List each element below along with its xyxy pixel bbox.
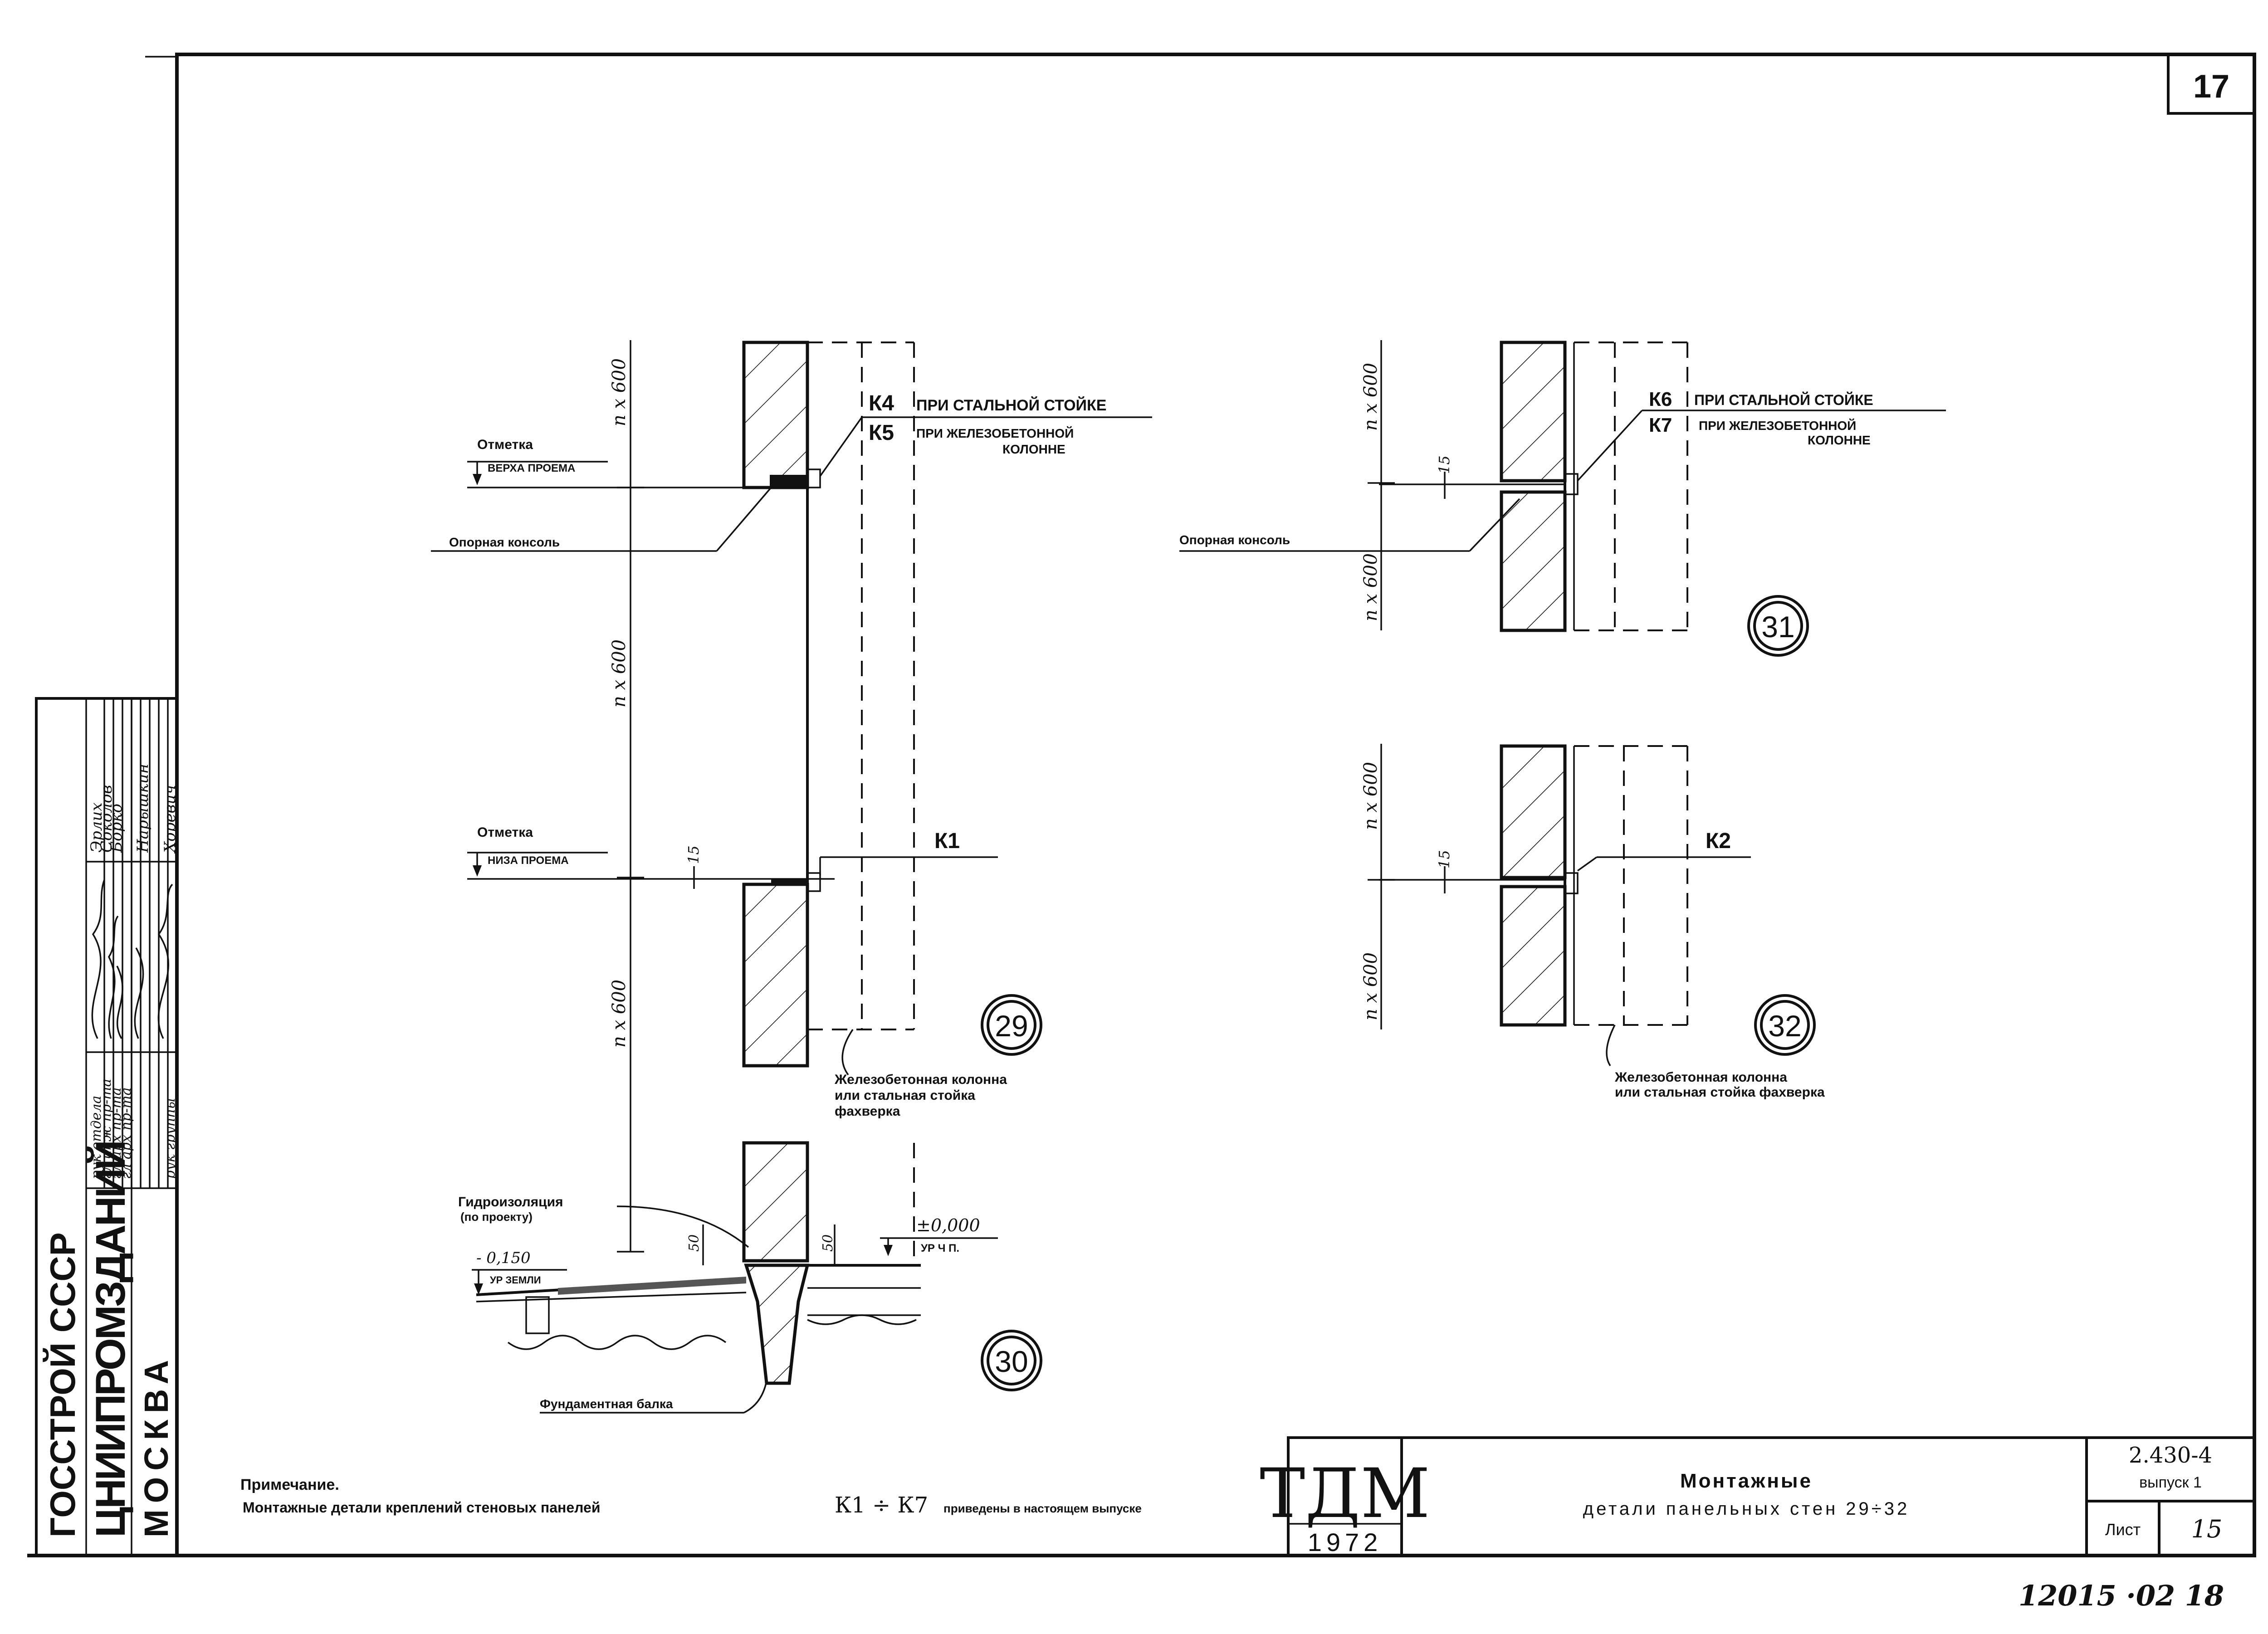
column-29-1: Железобетонная колонна [834,1072,1007,1087]
stamp-name-5: Хоревич [161,785,179,854]
title-block: ТДМ 1972 Монтажные детали панельных стен… [1260,1436,2256,1557]
mark-top: Отметка [477,437,533,452]
sheet-number-box: 17 [2167,53,2256,115]
dim-29-low: n x 600 [609,980,630,1048]
left-stamp: ГОССТРОЙ СССР ЦНИИПРОМЗДАНИЙ МОСКВА рук … [35,697,179,1557]
stamp-org-3: МОСКВА [137,1354,175,1537]
stamp-signatures [91,879,173,1039]
console-29: Опорная консоль [449,535,560,549]
hydro-2: (по проекту) [460,1210,533,1224]
text-k5: ПРИ ЖЕЛЕЗОБЕТОННОЙ [916,426,1074,440]
dim-31-bot: n x 600 [1360,553,1381,621]
dim-31-15: 15 [1436,455,1453,474]
series-issue: выпуск 1 [2139,1474,2202,1491]
detail-30: - 0,150 УР ЗЕМЛИ ±0,000 УР Ч П. 50 50 Ги… [458,1141,1042,1414]
stamp-org-2: ЦНИИПРОМЗДАНИЙ [87,1141,134,1537]
sheet-frame [27,53,2256,1557]
level-floor-sub: УР Ч П. [921,1242,959,1254]
stamp-role-4: гл арх пр-та [118,1088,134,1179]
stamp-name-4: Нарышкин [134,764,152,853]
text-k7: ПРИ ЖЕЛЕЗОБЕТОННОЙ [1699,418,1856,433]
column-32-1: Железобетонная колонна [1614,1070,1787,1085]
sheet-label: Лист [2105,1520,2141,1539]
label-k1: К1 [934,829,960,853]
detail-31: n x 600 n x 600 15 К6 ПРИ СТАЛЬНОЙ СТОЙК… [1179,340,1946,657]
dim-32-bot: n x 600 [1360,952,1381,1020]
column-29-3: фахверка [835,1104,900,1119]
stamp-name-1: Эрлих [88,803,106,853]
sheet-no: 15 [2191,1515,2223,1543]
stamp-role-3: гл арх пр-та [108,1088,124,1179]
title-year: 1972 [1308,1528,1383,1556]
mark-bottom-sub: НИЗА ПРОЕМА [488,854,569,867]
dim-29-top: n x 600 [609,358,630,426]
dim-30-50a: 50 [686,1234,702,1252]
console-31: Опорная консоль [1179,533,1290,547]
column-29-2: или стальная стойка [835,1088,975,1103]
title-line-1: Монтажные [1680,1470,1813,1492]
stamp-role-2: гл инж пр-та [98,1078,114,1179]
level-ground-sub: УР ЗЕМЛИ [490,1274,541,1286]
mark-top-sub: ВЕРХА ПРОЕМА [488,462,575,474]
dim-32-top: n x 600 [1360,762,1381,830]
mark-bottom: Отметка [477,825,533,840]
note: Примечание. Монтажные детали креплений с… [240,1476,1142,1518]
detail-30-number: 30 [995,1345,1028,1378]
column-32-2: или стальная стойка фахверка [1615,1085,1825,1100]
dim-30-50b: 50 [820,1234,836,1252]
dim-31-top: n x 600 [1360,363,1381,431]
note-text-a: Монтажные детали креплений стеновых пане… [243,1499,600,1516]
beam-label: Фундаментная балка [540,1397,673,1411]
label-k4: К4 [869,391,894,415]
text-k7b: КОЛОННЕ [1808,433,1871,447]
note-text-b: К1 ÷ К7 [835,1493,928,1518]
hydro-1: Гидроизоляция [458,1195,563,1210]
level-ground: - 0,150 [476,1249,531,1267]
detail-31-number: 31 [1761,610,1794,644]
text-k5b: КОЛОННЕ [1002,442,1066,456]
series-code: 2.430-4 [2129,1443,2212,1468]
stamp-role-5: рук группы [162,1098,178,1179]
dim-32-15: 15 [1436,850,1453,868]
text-k6: ПРИ СТАЛЬНОЙ СТОЙКЕ [1694,392,1873,408]
stamp-org-1: ГОССТРОЙ СССР [43,1232,83,1537]
label-k6: К6 [1649,388,1672,410]
dim-29-15: 15 [685,845,702,864]
note-text-c: приведены в настоящем выпуске [943,1502,1142,1515]
level-floor: ±0,000 [916,1215,980,1235]
title-line-2: детали панельных стен 29÷32 [1583,1499,1910,1519]
note-title: Примечание. [240,1476,339,1493]
stamp-name-3: Борко [108,804,126,853]
label-k7: К7 [1649,414,1672,436]
detail-32-number: 32 [1768,1009,1801,1043]
detail-32: n x 600 n x 600 15 К2 Железобетонная кол… [1360,744,1825,1100]
detail-29-number: 29 [995,1009,1028,1043]
bottom-code: 12015 ·02 18 [2019,1579,2224,1612]
title-logo: ТДМ [1260,1454,1430,1533]
detail-29: n x 600 n x 600 n x 600 К4 ПРИ СТАЛЬНОЙ … [431,340,1152,1253]
stamp-role-1: рук отдела [88,1096,104,1179]
label-k5: К5 [869,421,894,445]
sheet-number: 17 [2193,68,2229,105]
stamp-name-2: Соколов [98,785,116,853]
text-k4: ПРИ СТАЛЬНОЙ СТОЙКЕ [916,396,1106,414]
label-k2: К2 [1706,829,1731,853]
dim-29-mid: n x 600 [609,639,630,707]
